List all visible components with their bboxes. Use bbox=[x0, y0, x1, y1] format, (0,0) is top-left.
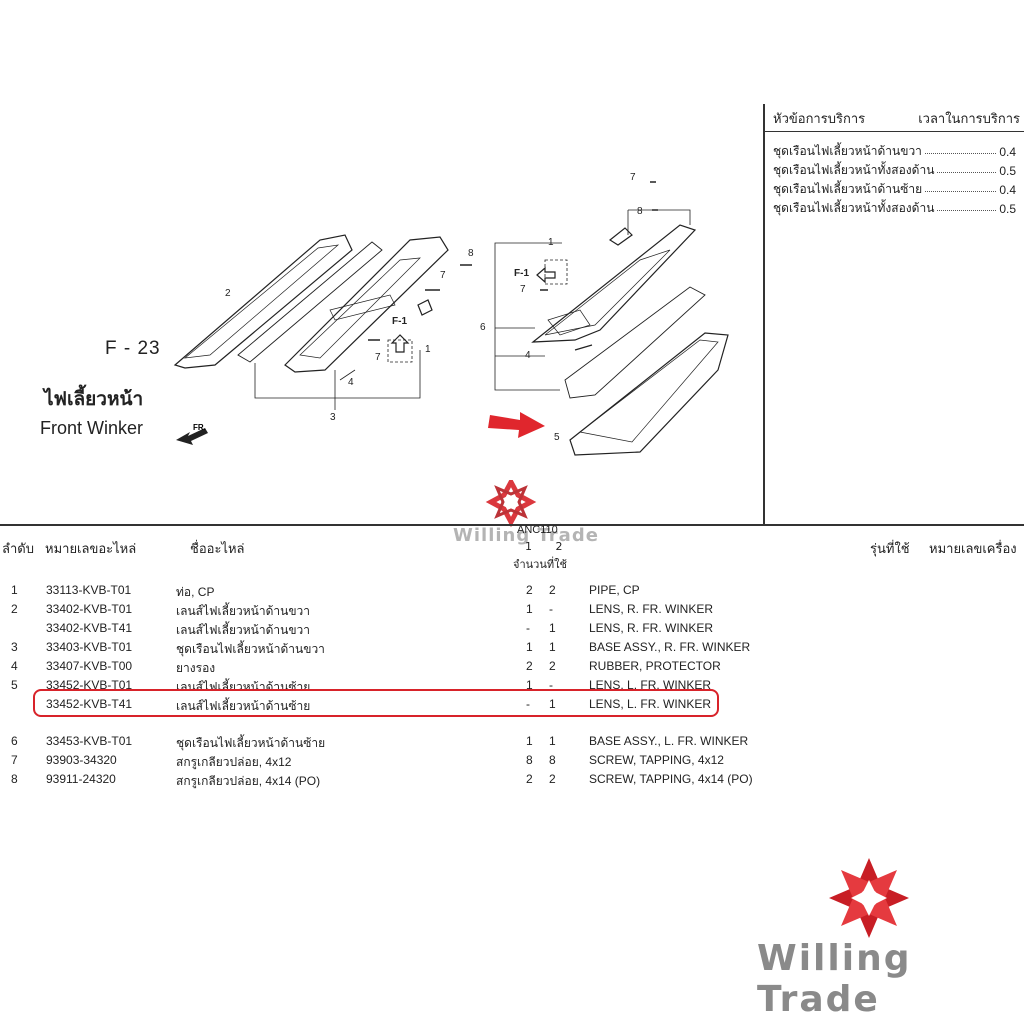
model-code: ANC110 bbox=[517, 524, 558, 536]
svg-text:F-1: F-1 bbox=[392, 316, 407, 327]
svg-text:8: 8 bbox=[468, 248, 474, 259]
service-header-topic: หัวข้อการบริการ bbox=[773, 111, 866, 126]
fr-arrow-icon: FR. bbox=[176, 423, 208, 445]
brand-name: Willing Trade bbox=[757, 938, 912, 1020]
col-header-part-no: หมายเลขอะไหล่ bbox=[45, 541, 137, 556]
diagram-drawing: FR. 2 8 7 1 7 4 3 1 7 8 7 6 4 5 F-1 F-1 bbox=[173, 172, 729, 456]
col-header-part-name: ชื่ออะไหล่ bbox=[190, 541, 245, 556]
watermark-text: Willing Trade bbox=[453, 525, 599, 546]
svg-text:1: 1 bbox=[425, 344, 431, 355]
col-header-model-used: รุ่นที่ใช้ bbox=[870, 541, 910, 556]
svg-text:3: 3 bbox=[330, 412, 336, 423]
svg-text:7: 7 bbox=[375, 352, 381, 363]
svg-text:5: 5 bbox=[554, 432, 560, 443]
lens-right-part bbox=[173, 234, 353, 369]
table-row-highlighted: 33452-KVB-T41 เลนส์ไฟเลี้ยวหน้าด้านซ้าย … bbox=[46, 697, 712, 713]
svg-text:6: 6 bbox=[480, 322, 486, 333]
highlight-outline bbox=[33, 689, 719, 717]
service-time-panel: หัวข้อการบริการ เวลาในการบริการ ชุดเรือน… bbox=[765, 104, 1024, 218]
svg-text:4: 4 bbox=[348, 377, 354, 388]
svg-text:4: 4 bbox=[525, 350, 531, 361]
exploded-parts-diagram: FR. 2 8 7 1 7 4 3 1 7 8 7 6 4 5 F-1 F-1 … bbox=[0, 100, 764, 525]
col-header-engine-no: หมายเลขเครื่อง bbox=[929, 541, 1017, 556]
qty-column-numbers: 1 2 bbox=[525, 540, 573, 553]
divider-horizontal bbox=[0, 524, 1024, 526]
watermark-logo-icon bbox=[485, 480, 537, 528]
figure-title-english: Front Winker bbox=[40, 418, 144, 438]
table-row: 33402-KVB-T41 เลนส์ไฟเลี้ยวหน้าด้านขวา -… bbox=[46, 621, 714, 637]
service-header: หัวข้อการบริการ เวลาในการบริการ bbox=[765, 104, 1024, 132]
highlight-arrow-icon bbox=[488, 412, 545, 438]
svg-text:2: 2 bbox=[225, 288, 231, 299]
figure-code: F - 23 bbox=[105, 338, 161, 359]
svg-text:7: 7 bbox=[520, 284, 526, 295]
service-header-time: เวลาในการบริการ bbox=[918, 111, 1020, 126]
svg-text:7: 7 bbox=[630, 172, 636, 183]
svg-text:F-1: F-1 bbox=[514, 268, 529, 279]
figure-title-thai: ไฟเลี้ยวหน้า bbox=[44, 389, 144, 410]
svg-text:FR.: FR. bbox=[193, 423, 206, 432]
svg-text:8: 8 bbox=[637, 206, 643, 217]
qty-label: จำนวนที่ใช้ bbox=[513, 559, 567, 571]
brand-logo-icon bbox=[829, 858, 909, 938]
svg-text:7: 7 bbox=[440, 270, 446, 281]
divider-vertical bbox=[763, 104, 765, 524]
col-header-index: ลำดับ bbox=[2, 541, 34, 556]
svg-text:1: 1 bbox=[548, 237, 554, 248]
